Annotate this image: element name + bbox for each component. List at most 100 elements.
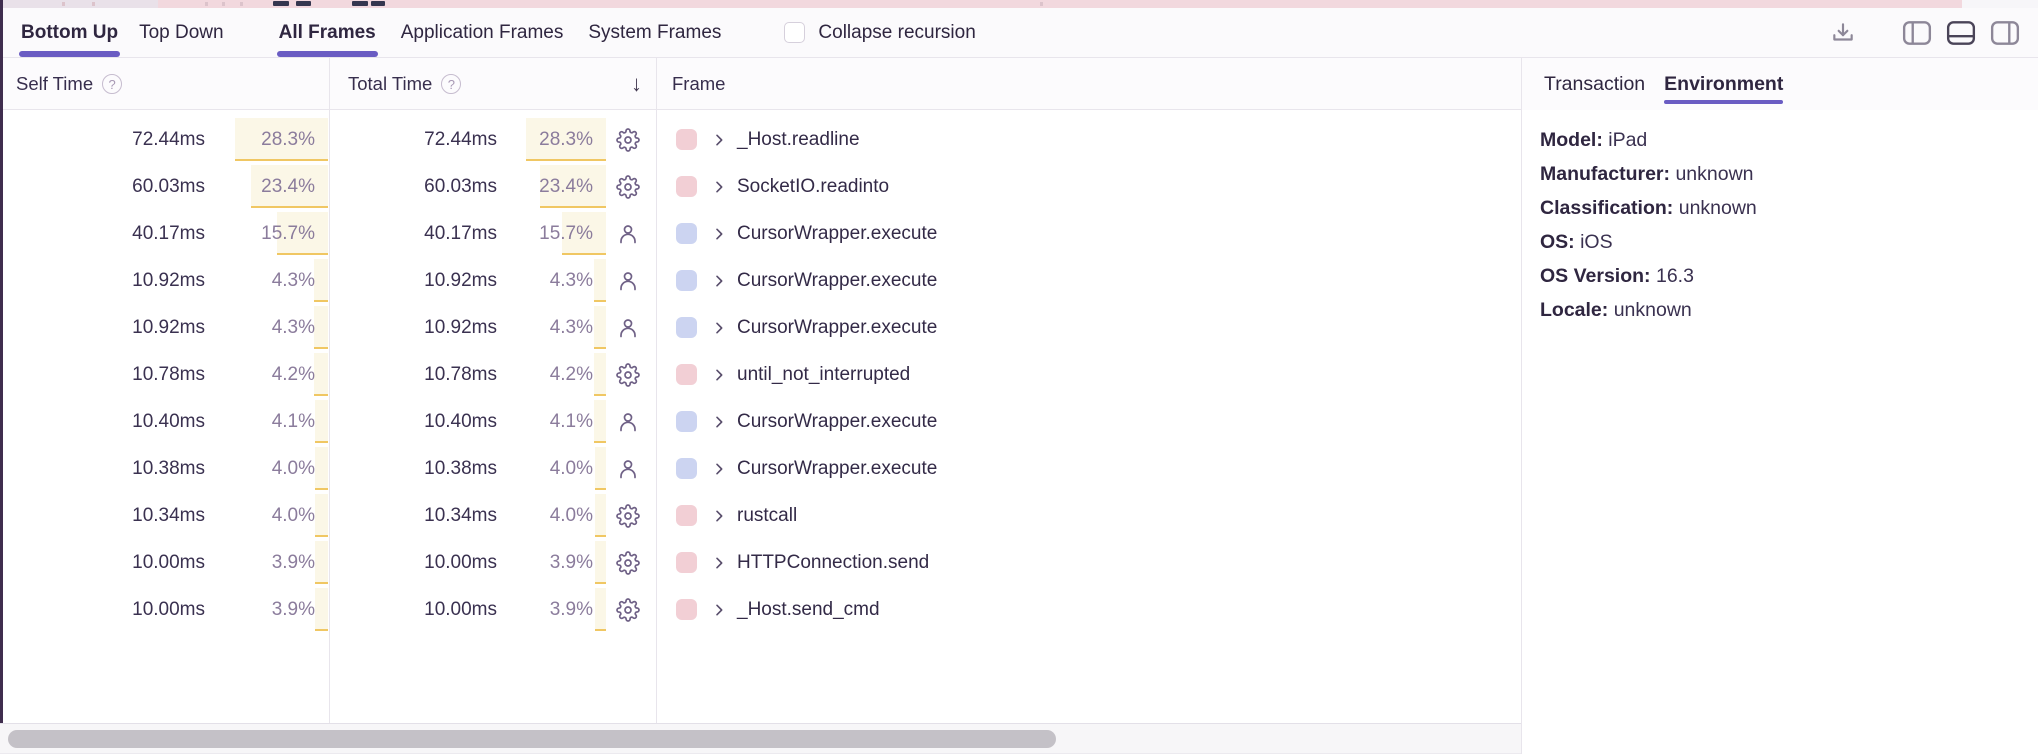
self-time-percent-bar — [313, 306, 328, 349]
table-row[interactable]: 10.92ms 4.3% 10.92ms 4.3% CursorWrapper.… — [0, 257, 1521, 304]
table-row[interactable]: 72.44ms 28.3% 72.44ms 28.3% _Host.readli… — [0, 116, 1521, 163]
toolbar-tab[interactable]: Bottom Up — [18, 8, 121, 57]
gear-icon — [616, 504, 640, 528]
sort-descending-icon[interactable]: ↓ — [631, 71, 642, 96]
details-panel-tab[interactable]: Environment — [1664, 58, 1784, 110]
field-value: iPad — [1608, 129, 1648, 151]
minimap-frame-mark — [273, 1, 289, 6]
gear-icon — [616, 551, 640, 575]
minimap-segment-left — [0, 0, 158, 8]
chevron-right-icon[interactable] — [711, 414, 727, 430]
table-row[interactable]: 40.17ms 15.7% 40.17ms 15.7% CursorWrappe… — [0, 210, 1521, 257]
self-time-percent: 3.9% — [271, 552, 315, 573]
tab-label: Transaction — [1544, 72, 1646, 95]
self-time-column-header[interactable]: Self Time ? — [0, 58, 329, 110]
chevron-right-icon[interactable] — [711, 320, 727, 336]
table-row[interactable]: 10.92ms 4.3% 10.92ms 4.3% CursorWrapper.… — [0, 304, 1521, 351]
toolbar-icons — [1827, 8, 2038, 57]
toolbar: Bottom Up Top Down All Frames Applicatio… — [0, 8, 2038, 58]
layout-bottom-panel-icon[interactable] — [1945, 17, 1977, 49]
self-time-value: 10.92ms — [132, 317, 205, 338]
horizontal-scrollbar-track[interactable] — [0, 723, 1521, 754]
chevron-right-icon[interactable] — [711, 508, 727, 524]
self-time-value: 72.44ms — [132, 129, 205, 150]
table-row[interactable]: 60.03ms 23.4% 60.03ms 23.4% SocketIO.rea… — [0, 163, 1521, 210]
collapse-recursion-control: Collapse recursion — [784, 8, 976, 57]
total-time-percent: 3.9% — [549, 552, 593, 573]
table-row[interactable]: 10.40ms 4.1% 10.40ms 4.1% CursorWrapper.… — [0, 398, 1521, 445]
horizontal-scrollbar-thumb[interactable] — [8, 730, 1056, 748]
flamegraph-minimap-strip[interactable] — [0, 0, 2038, 8]
chevron-right-icon[interactable] — [711, 602, 727, 618]
field-label: OS: — [1540, 231, 1575, 253]
environment-field: Classification: unknown — [1540, 191, 2038, 225]
total-time-percent: 4.3% — [549, 270, 593, 291]
tab-label: Application Frames — [400, 21, 564, 43]
frame-name: CursorWrapper.execute — [737, 458, 938, 479]
self-time-percent: 4.1% — [271, 411, 315, 432]
download-icon[interactable] — [1827, 17, 1859, 49]
environment-panel-body: Model: iPad Manufacturer: unknown Classi… — [1521, 110, 2038, 754]
frame-name: CursorWrapper.execute — [737, 270, 938, 291]
minimap-tick — [92, 2, 95, 6]
minimap-tick — [240, 2, 243, 6]
help-icon[interactable]: ? — [102, 74, 123, 94]
chevron-right-icon[interactable] — [711, 273, 727, 289]
user-icon — [616, 222, 640, 246]
frame-column-header[interactable]: Frame — [656, 58, 1521, 110]
total-time-column-header[interactable]: Total Time ? ↓ — [329, 58, 656, 110]
total-time-value: 10.40ms — [424, 411, 497, 432]
self-time-value: 10.00ms — [132, 599, 205, 620]
collapse-recursion-checkbox[interactable] — [784, 22, 806, 43]
chevron-right-icon[interactable] — [711, 367, 727, 383]
toolbar-tab[interactable]: Top Down — [139, 8, 224, 57]
total-time-percent-bar — [593, 259, 606, 302]
frame-name: SocketIO.readinto — [737, 176, 890, 197]
environment-field: Manufacturer: unknown — [1540, 157, 2038, 191]
frame-color-swatch — [676, 364, 697, 385]
minimap-frame-mark — [371, 1, 385, 6]
field-value: unknown — [1675, 163, 1754, 185]
layout-right-panel-icon[interactable] — [1989, 17, 2021, 49]
tab-label: Bottom Up — [21, 21, 119, 43]
chevron-right-icon[interactable] — [711, 461, 727, 477]
total-time-percent-bar — [594, 400, 606, 443]
table-row[interactable]: 10.34ms 4.0% 10.34ms 4.0% rustcall — [0, 492, 1521, 539]
self-time-value: 10.40ms — [132, 411, 205, 432]
self-time-percent-bar — [276, 212, 328, 255]
self-time-percent: 28.3% — [261, 129, 315, 150]
table-row[interactable]: 10.00ms 3.9% 10.00ms 3.9% _Host.send_cmd — [0, 586, 1521, 633]
self-time-percent-bar — [314, 447, 328, 490]
total-time-value: 40.17ms — [424, 223, 497, 244]
self-time-value: 10.00ms — [132, 552, 205, 573]
chevron-right-icon[interactable] — [711, 226, 727, 242]
total-time-value: 10.92ms — [424, 317, 497, 338]
self-time-value: 40.17ms — [132, 223, 205, 244]
toolbar-tab[interactable]: All Frames — [276, 8, 378, 57]
chevron-right-icon[interactable] — [711, 132, 727, 148]
chevron-right-icon[interactable] — [711, 555, 727, 571]
table-row[interactable]: 10.38ms 4.0% 10.38ms 4.0% CursorWrapper.… — [0, 445, 1521, 492]
layout-left-panel-icon[interactable] — [1901, 17, 1933, 49]
frame-color-swatch — [676, 599, 697, 620]
field-value: unknown — [1613, 299, 1692, 321]
tab-label: System Frames — [588, 21, 722, 43]
field-value: 16.3 — [1655, 265, 1694, 287]
table-row[interactable]: 10.00ms 3.9% 10.00ms 3.9% HTTPConnection… — [0, 539, 1521, 586]
user-icon — [616, 410, 640, 434]
help-icon[interactable]: ? — [441, 74, 462, 94]
field-label: Model: — [1540, 129, 1603, 151]
table-row[interactable]: 10.78ms 4.2% 10.78ms 4.2% until_not_inte… — [0, 351, 1521, 398]
frame-name: CursorWrapper.execute — [737, 411, 938, 432]
user-icon — [616, 457, 640, 481]
details-panel-tab[interactable]: Transaction — [1544, 58, 1645, 110]
minimap-tick — [222, 2, 225, 6]
toolbar-tab[interactable]: Application Frames — [401, 8, 564, 57]
frame-color-swatch — [676, 223, 697, 244]
frame-color-swatch — [676, 176, 697, 197]
total-time-percent-bar — [594, 541, 606, 584]
total-time-percent: 4.2% — [549, 364, 593, 385]
chevron-right-icon[interactable] — [711, 179, 727, 195]
toolbar-tab[interactable]: System Frames — [588, 8, 721, 57]
total-time-value: 60.03ms — [424, 176, 497, 197]
